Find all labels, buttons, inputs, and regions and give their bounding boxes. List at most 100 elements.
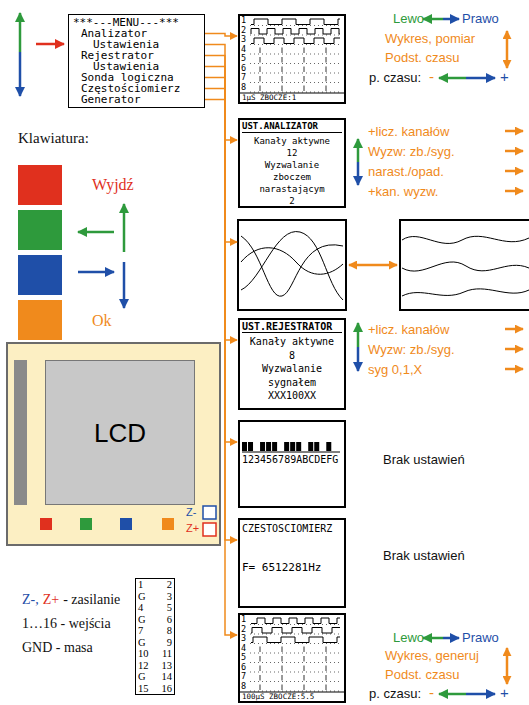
square-wave: [251, 628, 340, 634]
hint-text: Prawo: [462, 11, 499, 26]
stroke: [423, 18, 443, 21]
channel-number: 6: [241, 64, 246, 74]
menu-connector: [205, 34, 237, 37]
menu-box: ***---MENU---***AnalizatorUstawieniaReje…: [68, 14, 205, 108]
shape: [14, 360, 27, 505]
shape: [203, 506, 216, 519]
channel-number: 3: [241, 35, 246, 45]
stroke: [241, 248, 343, 275]
keypad-keys: [18, 210, 62, 295]
shape: [7, 343, 220, 545]
menu-item: Sonda logiczna: [73, 72, 200, 83]
menu-item: Ustawienia: [73, 39, 200, 50]
time-marker: [326, 647, 327, 653]
setting-line: zboczem: [242, 171, 342, 183]
menu-connector: [205, 89, 237, 541]
channel-number: 2: [241, 625, 246, 635]
row-grid: [250, 44, 341, 45]
time-marker: [326, 675, 327, 681]
channel-number: 4: [241, 45, 246, 55]
hint-text: p. czasu:: [369, 70, 421, 85]
pin-label: 14: [155, 671, 172, 683]
stroke: [36, 43, 64, 46]
channel-labels: 123456789ABCDEFG: [242, 454, 338, 466]
pin-label: G: [138, 637, 155, 649]
channel-number: 1: [241, 615, 246, 625]
row-grid: [250, 92, 341, 93]
stroke: [357, 162, 360, 185]
hint-text: +licz. kanałów: [368, 124, 449, 139]
menu-connector: [205, 78, 237, 443]
shape: [18, 255, 62, 295]
legend-note: GND - masa: [22, 640, 93, 656]
stroke: [466, 693, 495, 696]
hint-text: +licz. kanałów: [368, 322, 449, 337]
section-heading: Klawiatura:: [18, 130, 89, 147]
pin-label: 16: [155, 683, 172, 695]
stroke: [241, 236, 343, 296]
pin-label: 3: [155, 591, 172, 603]
shape: [80, 518, 92, 530]
channel-number: 8: [241, 682, 246, 692]
row-grid: [250, 82, 341, 83]
stroke: [506, 50, 509, 68]
time-marker: [304, 656, 305, 662]
hint-text: Wyzw: zb./syg.: [368, 144, 455, 159]
screen-box: CZESTOSCIOMIERZF= 6512281Hz: [238, 518, 346, 608]
state-bar: [248, 442, 253, 451]
shape: [400, 220, 529, 310]
stroke: [241, 232, 343, 300]
row-grid: [250, 35, 341, 36]
channel-number: 6: [241, 663, 246, 673]
hint-text: +: [500, 68, 509, 85]
menu-title: ***---MENU---***: [73, 17, 200, 28]
hint-text: +kan. wyzw.: [368, 184, 438, 199]
state-bar: [260, 442, 265, 451]
channel-number: 8: [241, 83, 246, 93]
stroke: [373, 264, 397, 267]
setting-line: 12: [242, 147, 342, 159]
shape: [120, 518, 132, 530]
screen-box: 123456781µS ZBOCZE:1: [238, 14, 346, 104]
time-marker: [282, 57, 283, 63]
generator-hints: [423, 638, 507, 694]
screen-box: 123456789ABCDEFG: [238, 420, 346, 508]
stroke: [357, 323, 360, 347]
stroke: [505, 348, 523, 351]
legend-text: Ok: [92, 312, 112, 330]
state-bar: [326, 442, 331, 451]
shape: [18, 210, 62, 250]
time-marker: [260, 666, 261, 672]
channel-number: 7: [241, 672, 246, 682]
stroke: [19, 52, 22, 96]
state-bar: [266, 442, 271, 451]
time-marker: [282, 675, 283, 681]
time-marker: [282, 48, 283, 54]
state-bar: [290, 442, 295, 451]
hint-text: Podst. czasu: [385, 667, 459, 682]
row-grid: [250, 681, 341, 682]
row-grid: [250, 63, 341, 64]
time-marker: [304, 647, 305, 653]
hint-text: Lewo: [393, 630, 424, 645]
bar-baseline: [242, 452, 340, 453]
hint-text: narast./opad.: [368, 164, 444, 179]
setting-line: Kanały aktywne: [242, 135, 342, 147]
time-marker: [260, 67, 261, 73]
time-marker: [304, 67, 305, 73]
channel-number: 5: [241, 54, 246, 64]
square-wave: [251, 19, 340, 25]
hint-text: Podst. czasu: [385, 50, 459, 65]
stroke: [506, 648, 509, 666]
channel-number: 4: [241, 644, 246, 654]
pin-label: 15: [138, 683, 155, 695]
time-marker: [304, 48, 305, 54]
key-arrows: [78, 204, 124, 308]
state-bar: [242, 442, 247, 451]
frequency-value: F= 6512281Hz: [242, 561, 342, 574]
stroke: [505, 368, 523, 371]
pin-label: 2: [155, 579, 172, 591]
hint-text: Wykres, generuj: [385, 648, 479, 663]
device-panel: [7, 343, 220, 545]
hint-text: Brak ustawień: [383, 548, 465, 563]
